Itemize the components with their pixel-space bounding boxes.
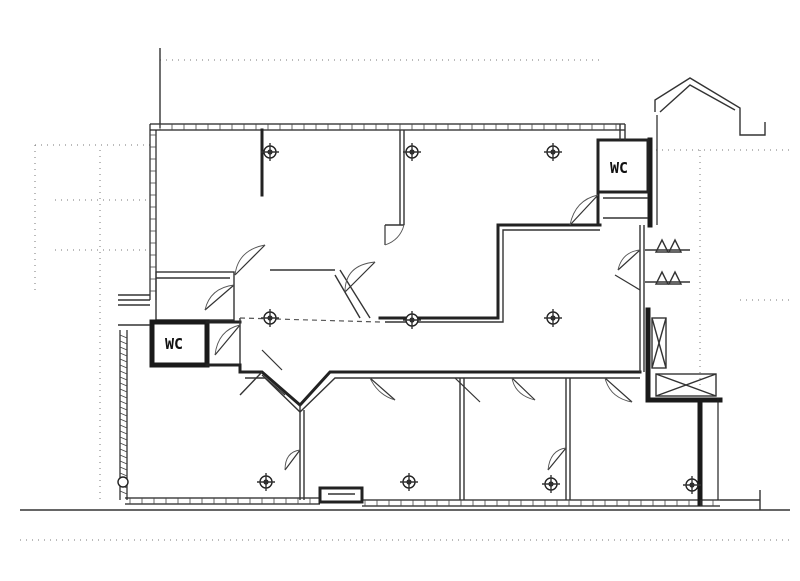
chain-link xyxy=(119,388,128,393)
chain-link xyxy=(119,418,128,423)
wc-label-lower: WC xyxy=(165,335,183,353)
chain-link xyxy=(119,442,128,447)
chain-link xyxy=(119,394,128,399)
left-chain-wall xyxy=(117,334,129,495)
column-marker xyxy=(261,143,279,161)
construction-dotted-lines xyxy=(20,59,790,541)
interior-walls xyxy=(118,124,761,510)
chain-link xyxy=(119,364,128,369)
chain-link xyxy=(119,460,128,465)
chain-link xyxy=(119,430,128,435)
column-marker xyxy=(257,473,275,491)
column-marker xyxy=(403,143,421,161)
chain-link xyxy=(119,370,128,375)
chain-link xyxy=(119,448,128,453)
wc-label-upper: WC xyxy=(610,159,628,177)
chain-end xyxy=(117,476,129,488)
chain-link xyxy=(119,490,128,495)
chain-link xyxy=(119,382,128,387)
column-marker xyxy=(542,475,560,493)
exterior-walls xyxy=(20,48,790,511)
column-marker xyxy=(403,311,421,329)
chain-link xyxy=(119,334,128,339)
chain-link xyxy=(119,424,128,429)
annex-outline xyxy=(654,77,766,136)
window-cross-marks xyxy=(651,317,717,397)
chain-link xyxy=(119,412,128,417)
column-marker xyxy=(544,309,562,327)
chain-link xyxy=(119,346,128,351)
chain-link xyxy=(119,340,128,345)
column-marker xyxy=(261,309,279,327)
chain-link xyxy=(119,352,128,357)
chain-link xyxy=(119,406,128,411)
chain-link xyxy=(119,472,128,477)
chain-link xyxy=(119,454,128,459)
chain-link xyxy=(119,358,128,363)
chain-link xyxy=(119,436,128,441)
right-fixtures xyxy=(645,238,690,285)
columns xyxy=(257,143,701,494)
wall-hatching xyxy=(129,124,714,506)
chain-link xyxy=(119,376,128,381)
chain-link xyxy=(119,466,128,471)
column-marker xyxy=(544,143,562,161)
column-marker xyxy=(400,473,418,491)
chain-link xyxy=(119,400,128,405)
door-swings xyxy=(204,194,641,471)
column-marker xyxy=(683,476,701,494)
